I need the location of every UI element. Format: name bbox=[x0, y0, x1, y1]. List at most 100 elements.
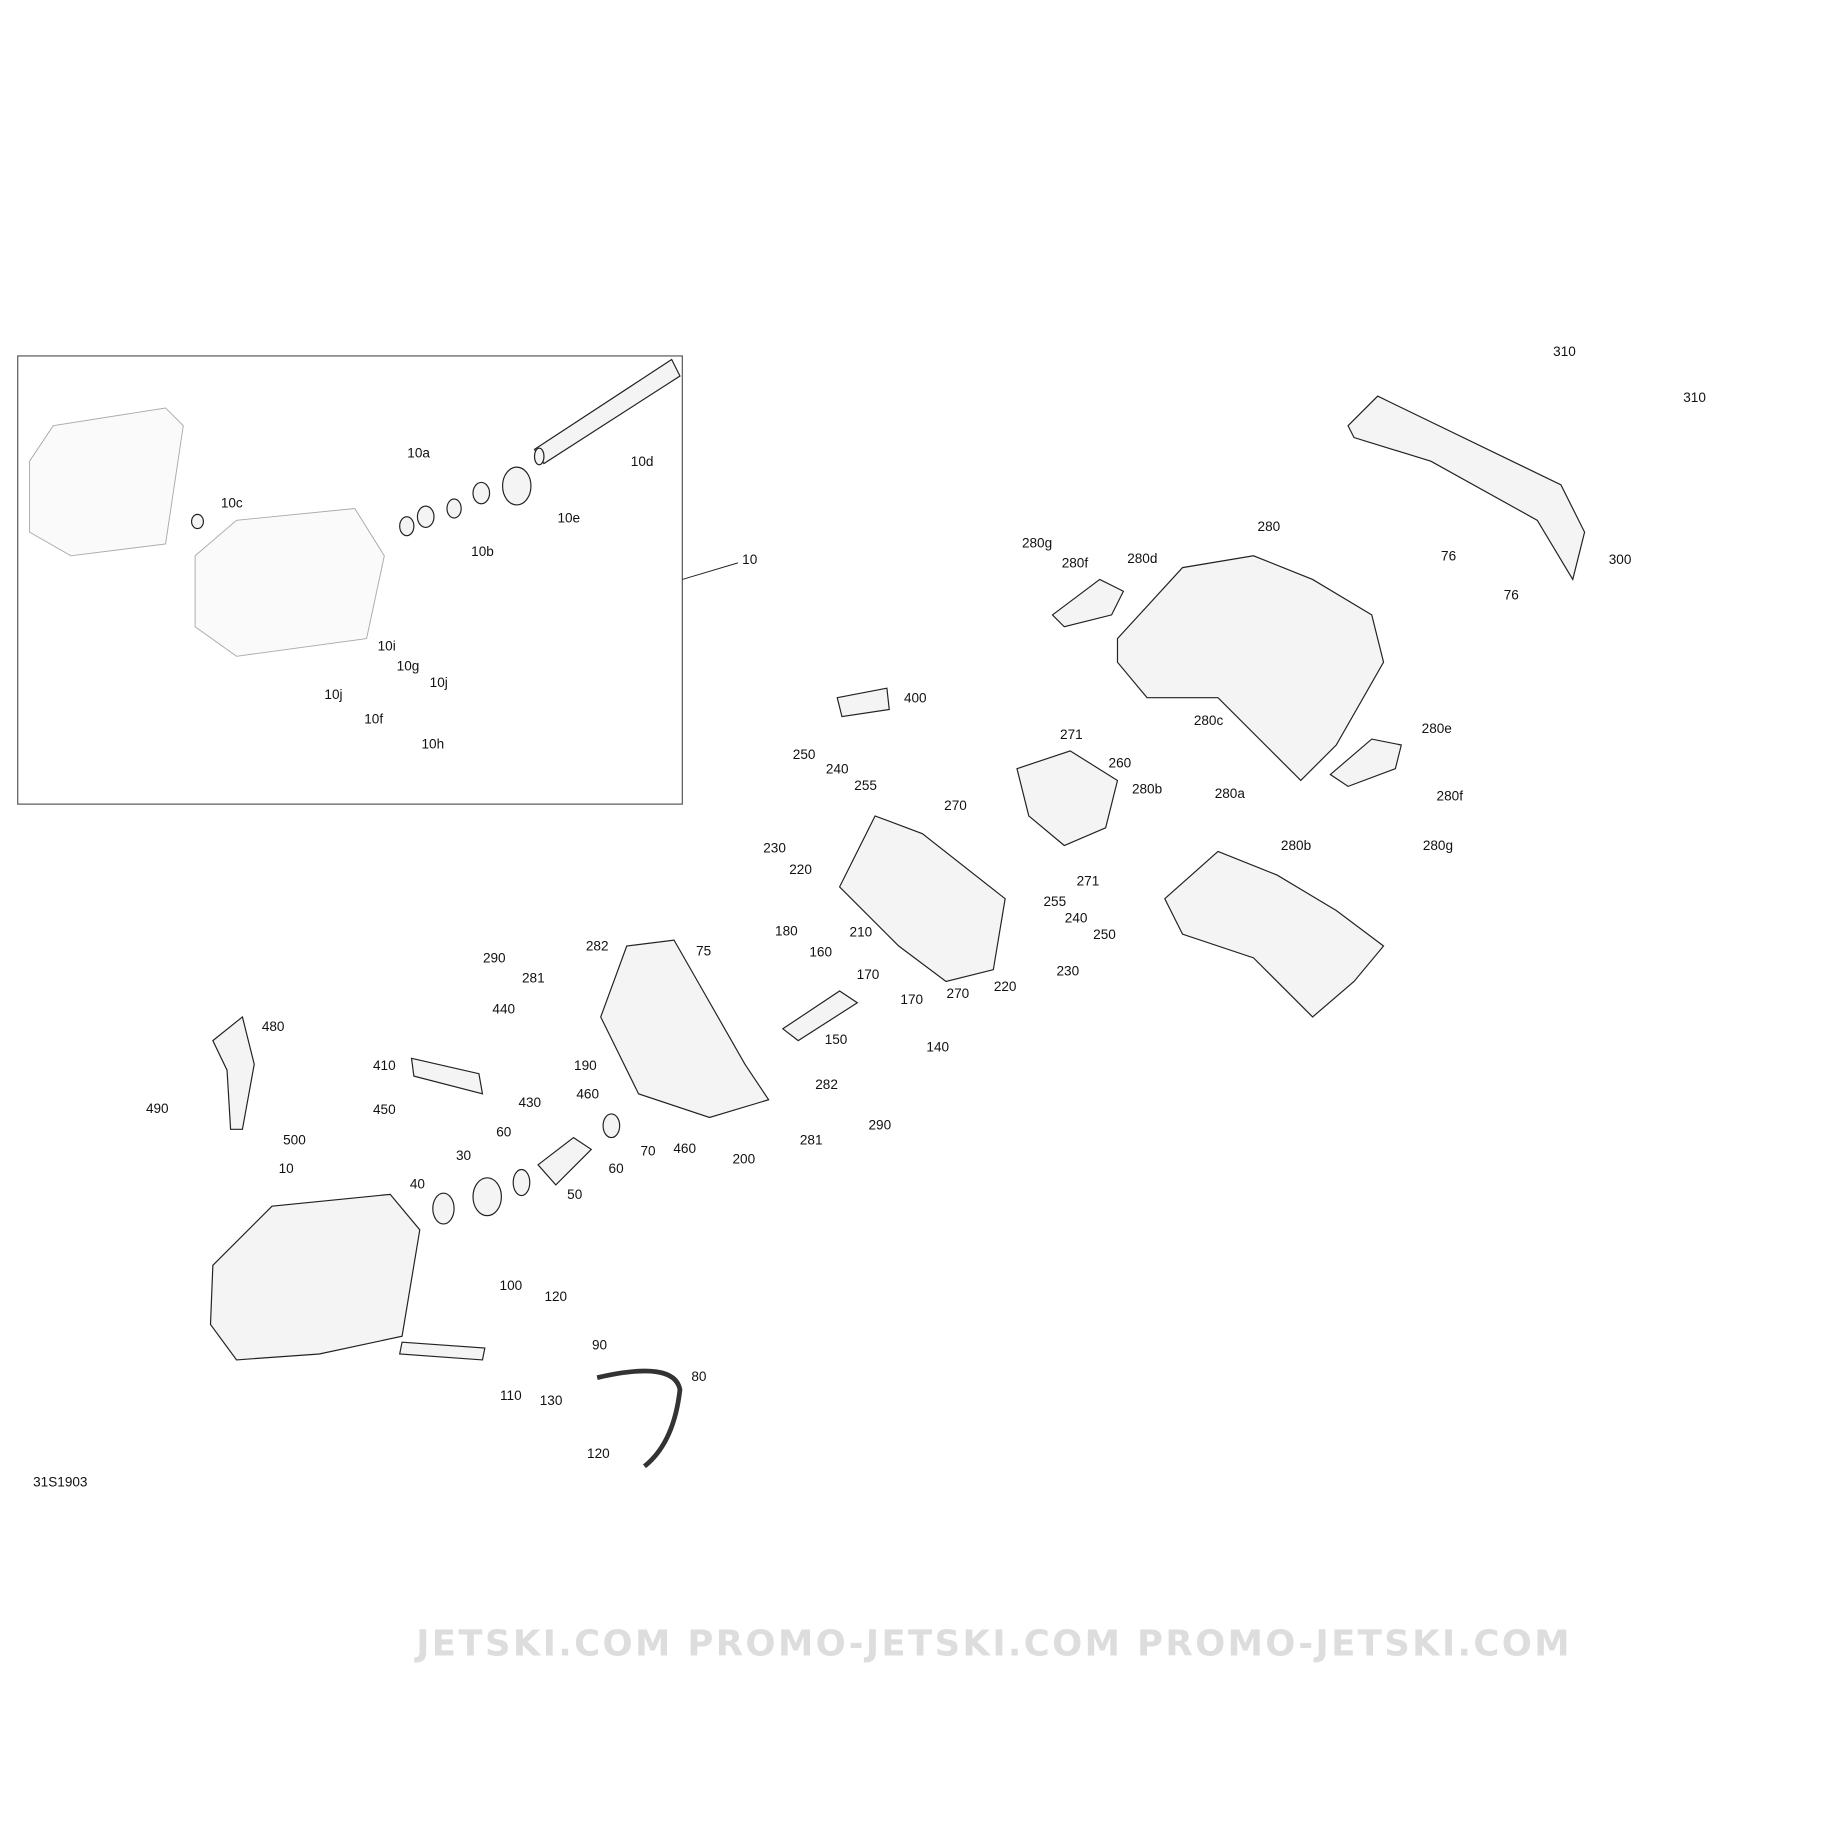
callout-210: 210 bbox=[850, 925, 873, 940]
callout-250: 250 bbox=[1093, 927, 1116, 942]
callout-10: 10 bbox=[279, 1161, 295, 1176]
callout-271: 271 bbox=[1060, 727, 1083, 742]
link-150 bbox=[781, 990, 859, 1042]
oring-10b bbox=[446, 498, 462, 519]
callout-230: 230 bbox=[763, 841, 786, 856]
callout-75: 75 bbox=[696, 943, 711, 958]
callout-40: 40 bbox=[410, 1176, 426, 1191]
plate-280d bbox=[1051, 578, 1125, 628]
callout-280b: 280b bbox=[1281, 838, 1311, 853]
callout-230: 230 bbox=[1056, 964, 1079, 979]
callout-240: 240 bbox=[826, 761, 849, 776]
callout-300: 300 bbox=[1609, 552, 1632, 567]
callout-190: 190 bbox=[574, 1058, 597, 1073]
callout-76: 76 bbox=[1504, 588, 1519, 603]
inset-module-ghost bbox=[194, 507, 385, 657]
callout-10h: 10h bbox=[421, 737, 444, 752]
callout-290: 290 bbox=[483, 951, 506, 966]
callout-10g: 10g bbox=[397, 658, 420, 673]
callout-170: 170 bbox=[857, 967, 880, 982]
callout-480: 480 bbox=[262, 1019, 285, 1034]
callout-170: 170 bbox=[900, 992, 923, 1007]
bracket-300 bbox=[1347, 395, 1586, 581]
callout-255: 255 bbox=[854, 778, 877, 793]
callout-450: 450 bbox=[373, 1102, 396, 1117]
callout-400: 400 bbox=[904, 690, 927, 705]
housing-75 bbox=[600, 939, 770, 1119]
callout-282: 282 bbox=[815, 1077, 838, 1092]
callout-130: 130 bbox=[540, 1393, 563, 1408]
cover-280 bbox=[1116, 555, 1385, 782]
callout-280a: 280a bbox=[1215, 786, 1246, 801]
callout-410: 410 bbox=[373, 1058, 396, 1073]
callout-10: 10 bbox=[742, 552, 758, 567]
callout-50: 50 bbox=[567, 1187, 583, 1202]
clamp-40 bbox=[432, 1192, 455, 1225]
callout-280b: 280b bbox=[1132, 781, 1162, 796]
callout-310: 310 bbox=[1553, 344, 1576, 359]
oring-10a-2 bbox=[416, 505, 435, 528]
seal-10e bbox=[501, 466, 532, 506]
callout-76: 76 bbox=[1441, 549, 1456, 564]
inset-box-10 bbox=[17, 355, 683, 805]
callout-500: 500 bbox=[283, 1133, 306, 1148]
cover-lower bbox=[1164, 850, 1385, 1018]
callout-282: 282 bbox=[586, 939, 609, 954]
callout-140: 140 bbox=[926, 1039, 949, 1054]
callout-280d: 280d bbox=[1127, 551, 1157, 566]
callout-10d: 10d bbox=[631, 454, 654, 469]
strap-480 bbox=[212, 1015, 255, 1130]
callout-240: 240 bbox=[1065, 910, 1088, 925]
plate-280e bbox=[1329, 738, 1403, 788]
callout-280: 280 bbox=[1258, 519, 1281, 534]
callout-270: 270 bbox=[944, 798, 967, 813]
bellows-100 bbox=[398, 1341, 486, 1361]
callout-100: 100 bbox=[500, 1278, 523, 1293]
callout-10c: 10c bbox=[221, 495, 243, 510]
callout-440: 440 bbox=[492, 1001, 515, 1016]
callout-280f: 280f bbox=[1437, 789, 1464, 804]
support-210 bbox=[838, 815, 1006, 983]
callout-490: 490 bbox=[146, 1101, 169, 1116]
callout-280g: 280g bbox=[1423, 838, 1453, 853]
callout-10e: 10e bbox=[557, 511, 580, 526]
callout-90: 90 bbox=[592, 1337, 608, 1352]
housing-260 bbox=[1016, 750, 1119, 847]
callout-80: 80 bbox=[691, 1369, 707, 1384]
callout-120: 120 bbox=[544, 1289, 567, 1304]
clamp-60 bbox=[512, 1168, 531, 1197]
callout-260: 260 bbox=[1109, 755, 1132, 770]
callout-10i: 10i bbox=[378, 638, 396, 653]
callout-120: 120 bbox=[587, 1446, 610, 1461]
diagram-code: 31S1903 bbox=[33, 1474, 87, 1489]
inset-cover-ghost bbox=[29, 407, 184, 557]
callout-10j: 10j bbox=[430, 675, 448, 690]
clamp-60-2 bbox=[602, 1113, 621, 1139]
callout-281: 281 bbox=[522, 971, 545, 986]
callout-180: 180 bbox=[775, 923, 798, 938]
callout-250: 250 bbox=[793, 747, 816, 762]
callout-220: 220 bbox=[789, 862, 812, 877]
callout-220: 220 bbox=[994, 979, 1017, 994]
module-10 bbox=[209, 1193, 421, 1361]
callout-10f: 10f bbox=[364, 712, 383, 727]
inset-leader bbox=[682, 562, 739, 580]
plate-410 bbox=[410, 1057, 484, 1095]
callout-290: 290 bbox=[868, 1117, 891, 1132]
callout-270: 270 bbox=[947, 986, 970, 1001]
adapter-30 bbox=[472, 1177, 502, 1217]
watermark: JETSKI.COM PROMO-JETSKI.COM PROMO-JETSKI… bbox=[414, 1624, 1572, 1665]
callout-280g: 280g bbox=[1022, 536, 1052, 551]
callout-60: 60 bbox=[609, 1161, 625, 1176]
oring-10c bbox=[190, 513, 204, 530]
callout-60: 60 bbox=[496, 1124, 512, 1139]
callout-150: 150 bbox=[825, 1032, 848, 1047]
callout-280c: 280c bbox=[1194, 713, 1224, 728]
callout-430: 430 bbox=[518, 1095, 541, 1110]
oring-10a bbox=[472, 481, 491, 505]
callout-10a: 10a bbox=[407, 446, 430, 461]
callout-310: 310 bbox=[1683, 390, 1706, 405]
callout-255: 255 bbox=[1043, 894, 1066, 909]
